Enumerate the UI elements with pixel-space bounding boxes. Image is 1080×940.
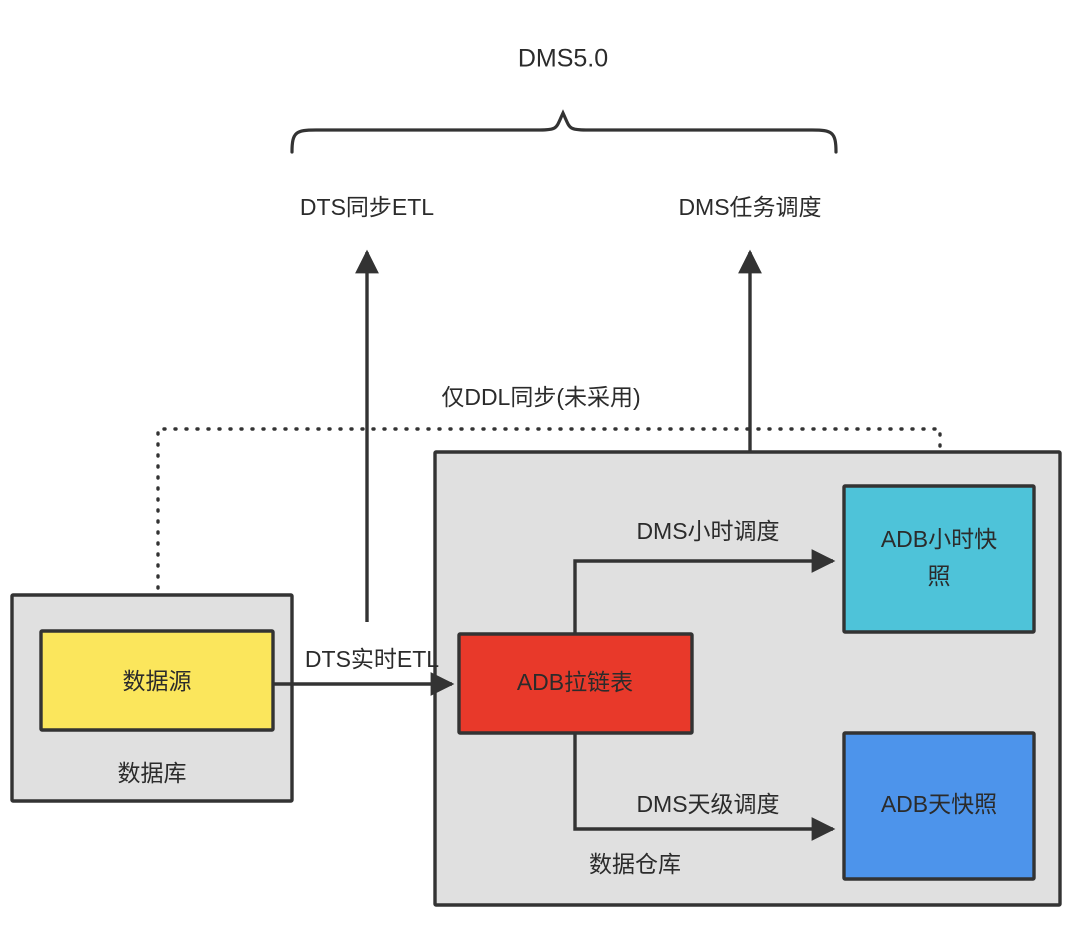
label-ddl-sync-only: 仅DDL同步(未采用) <box>441 384 640 410</box>
node-label-adb-daily-snapshot: ADB天快照 <box>881 791 997 817</box>
node-label-data-source: 数据源 <box>123 668 192 694</box>
label-dms-task-schedule: DMS任务调度 <box>678 194 821 220</box>
node-label-adb-hourly-snapshot-line2: 照 <box>928 563 951 589</box>
label-dms-hourly-schedule: DMS小时调度 <box>636 518 779 544</box>
label-dms-daily-schedule: DMS天级调度 <box>636 791 779 817</box>
group-label-database: 数据库 <box>118 760 187 786</box>
node-adb-daily-snapshot[interactable] <box>842 731 1036 881</box>
group-label-data-warehouse: 数据仓库 <box>589 851 681 877</box>
grouping-brace <box>290 109 838 154</box>
node-data-source[interactable] <box>39 629 275 732</box>
label-dts-realtime-etl: DTS实时ETL <box>305 646 439 672</box>
edge-dms-daily-schedule <box>573 733 836 841</box>
label-dts-sync-etl: DTS同步ETL <box>300 194 434 220</box>
node-adb-hourly-snapshot[interactable] <box>842 484 1036 634</box>
node-label-adb-hourly-snapshot-line1: ADB小时快 <box>881 526 997 552</box>
node-label-adb-zipper-table: ADB拉链表 <box>517 669 633 695</box>
edge-dms-hourly-schedule <box>573 549 836 634</box>
diagram-title: DMS5.0 <box>518 45 608 73</box>
